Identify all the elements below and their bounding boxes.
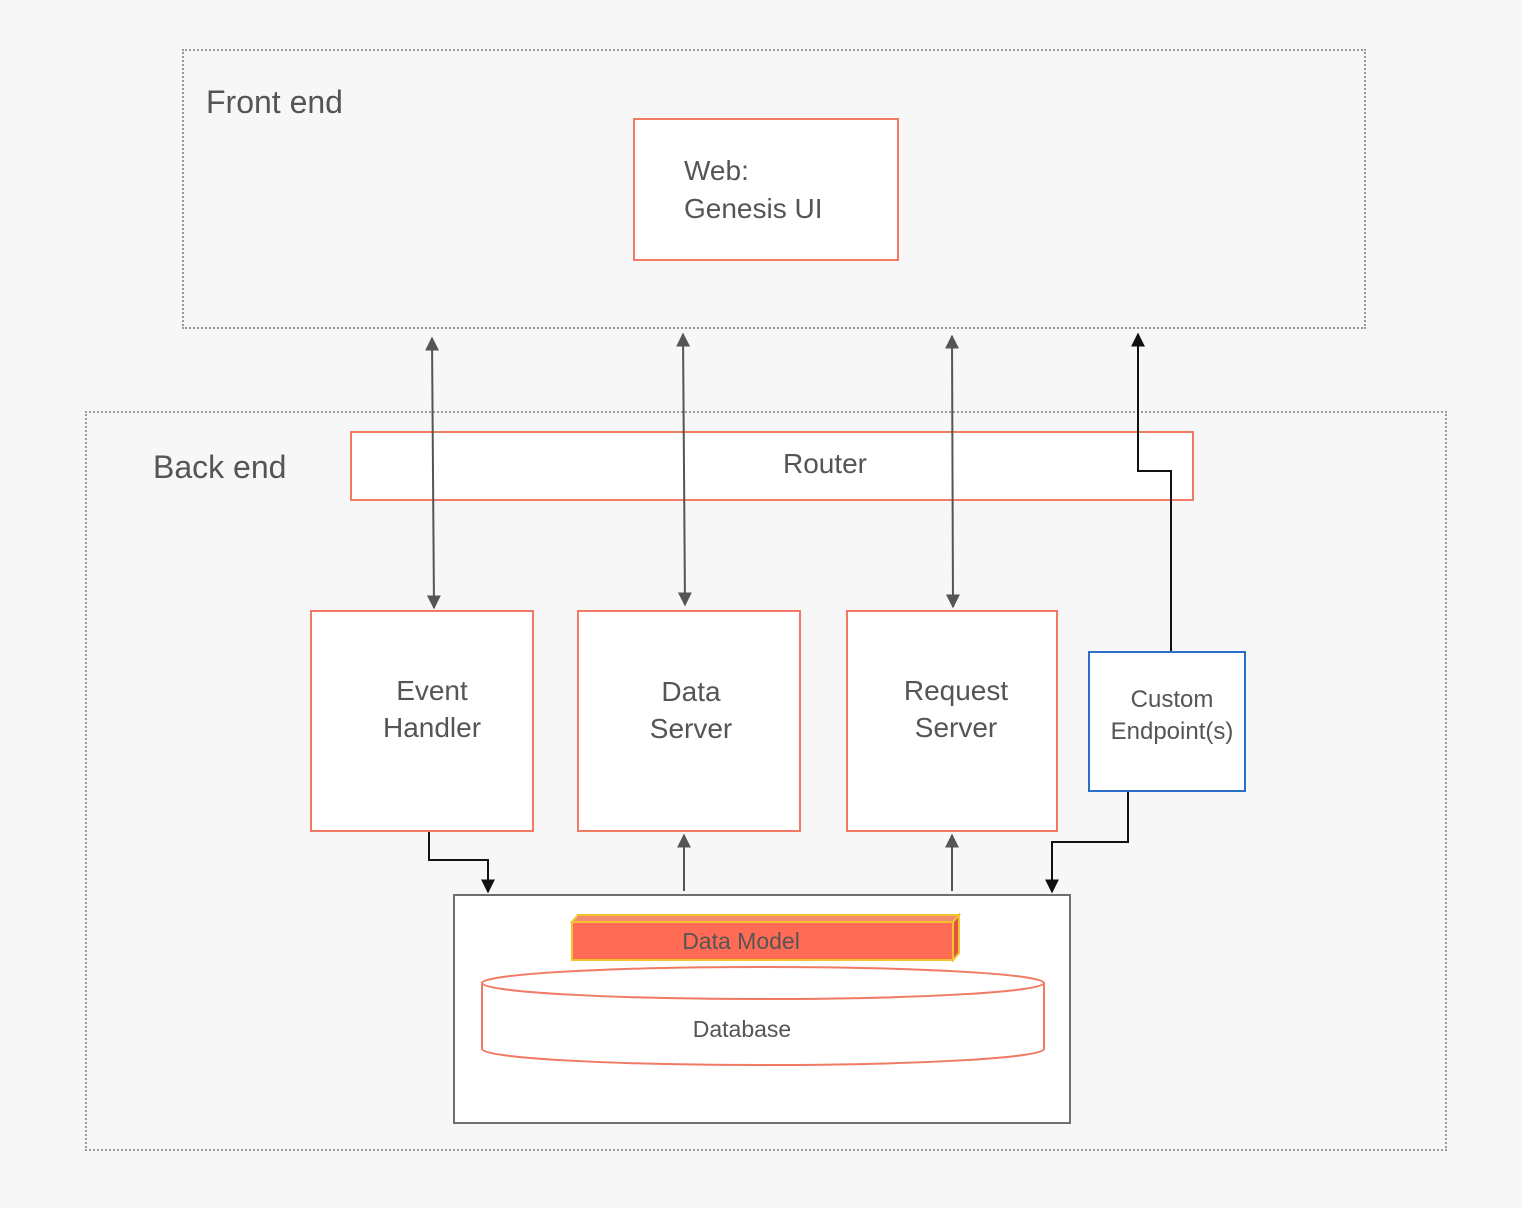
data-server-connector: [676, 332, 692, 607]
event-handler-box: [310, 610, 534, 832]
backend-region: [85, 411, 1447, 1151]
database-cylinder: [481, 966, 1045, 1066]
custom-endpoints-line2: Endpoint(s): [1110, 718, 1234, 745]
custom-endpoints-box: [1088, 651, 1246, 792]
data-model-label: Data Model: [682, 928, 800, 954]
frontend-title: Front end: [206, 84, 343, 120]
data-server-box: [577, 610, 801, 832]
web-label: Web:: [684, 155, 749, 186]
custom-endpoints-line1: Custom: [1130, 686, 1214, 713]
database-label: Database: [692, 1016, 792, 1042]
event-handler-db-connector: [428, 832, 495, 894]
router-label: Router: [782, 448, 868, 479]
event-handler-connector: [425, 336, 441, 610]
data-server-line2: Server: [649, 713, 733, 744]
event-handler-line1: Event: [396, 675, 468, 706]
data-server-line1: Data: [661, 676, 721, 707]
genesis-ui-label: Genesis UI: [684, 193, 823, 224]
request-server-box: [846, 610, 1058, 832]
custom-endpoint-connector: [1131, 332, 1172, 651]
custom-endpoint-db-connector: [1045, 792, 1129, 894]
request-server-line2: Server: [914, 712, 998, 743]
data-model-bar: [569, 912, 962, 963]
web-genesis-ui-box: [633, 118, 899, 261]
backend-title: Back end: [153, 449, 287, 485]
router-box: [350, 431, 1194, 501]
frontend-region: [182, 49, 1366, 329]
request-server-connector: [945, 334, 960, 609]
request-server-line1: Request: [903, 675, 1009, 706]
event-handler-line2: Handler: [382, 712, 482, 743]
